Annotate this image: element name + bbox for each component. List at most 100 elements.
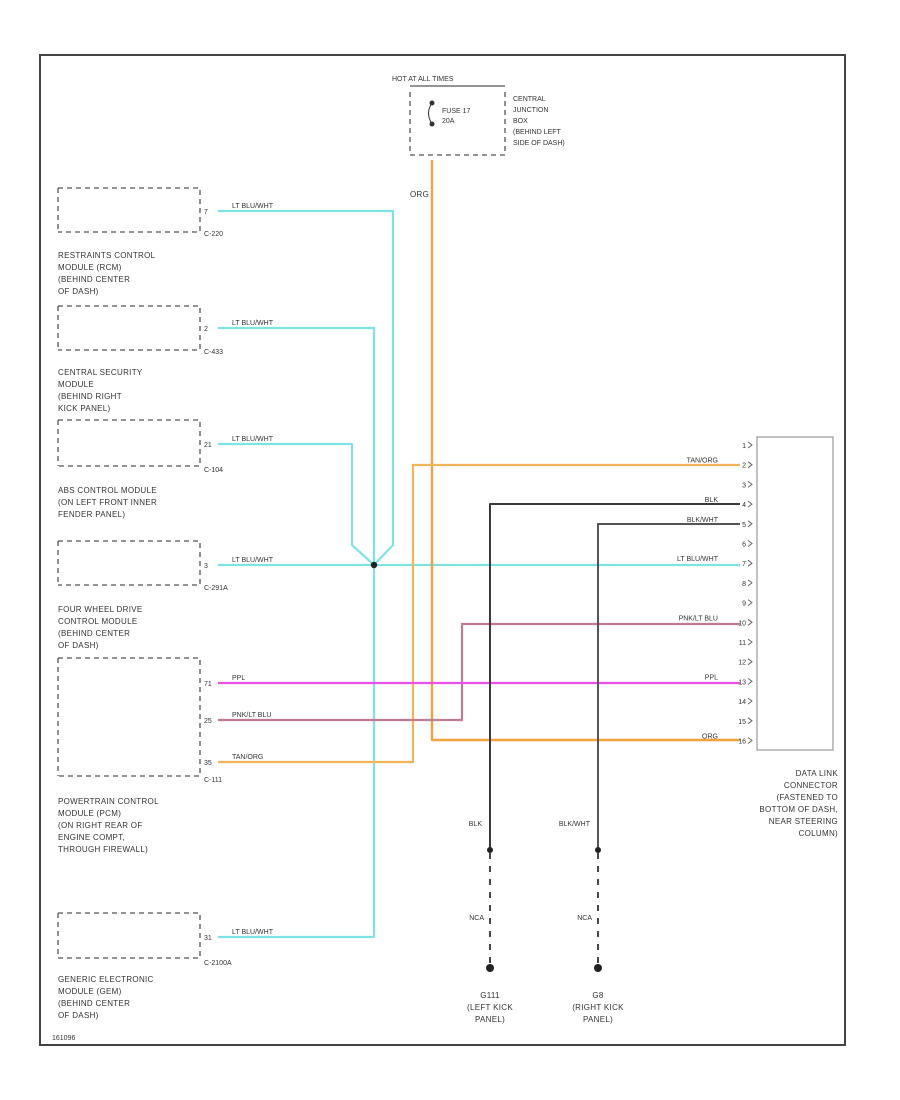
dlc-pin-wire-label: ORG [702, 734, 718, 741]
dlc-name-line: BOTTOM OF DASH, [759, 805, 838, 814]
ground-connector-dot [487, 847, 493, 853]
wire-lt-blu-wht-rcm [218, 209, 395, 566]
module-name-line: MODULE (GEM) [58, 987, 122, 996]
module-outline [58, 187, 201, 233]
dlc-pin-3: 3 [742, 481, 753, 489]
dlc-pin-9: 9 [742, 599, 753, 608]
ground-id: G8 (RIGHT KICK PANEL) [572, 991, 624, 1024]
dlc-pin-terminal [747, 658, 753, 666]
ground-id-line: G8 [592, 991, 604, 1000]
dlc-pin-wire-label: LT BLU/WHT [677, 556, 719, 563]
dlc-pin-wire-label: BLK [705, 497, 719, 504]
junction-box-text-line: JUNCTION [513, 107, 548, 114]
dlc-name-line: (FASTENED TO [776, 793, 838, 802]
dlc-pin-12: 12 [738, 658, 753, 667]
module-outline [58, 305, 201, 351]
module-name-line: (ON RIGHT REAR OF [58, 821, 143, 830]
pin-number: 21 [204, 442, 212, 449]
dlc-name-line: COLUMN) [799, 829, 838, 838]
pin-wire-label: TAN/ORG [232, 754, 263, 761]
dlc-pin-number: 9 [742, 601, 746, 608]
wires: ORG [218, 160, 740, 939]
dlc-pin-number: 14 [738, 699, 746, 706]
fuse-label: FUSE 17 20A [442, 108, 472, 125]
dlc-name-line: CONNECTOR [784, 781, 838, 790]
ground-point [594, 964, 602, 972]
wire-lt-blu-wht-abs [218, 442, 375, 566]
module-name-line: ABS CONTROL MODULE [58, 486, 157, 495]
figure-id: 161096 [52, 1035, 75, 1042]
dlc-pin-number: 12 [738, 660, 746, 667]
ground-id-line: PANEL) [583, 1015, 613, 1024]
module-name-line: (BEHIND CENTER [58, 999, 130, 1008]
ground-id-line: (LEFT KICK [467, 1003, 513, 1012]
dlc-pin-wire-label: BLK/WHT [687, 517, 719, 524]
dlc-pin-6: 6 [742, 540, 753, 549]
dlc-body [756, 436, 834, 751]
wire-tan-org [218, 463, 740, 764]
dlc-pin-wire-label: TAN/ORG [687, 458, 718, 465]
pin-wire-label: LT BLU/WHT [232, 929, 274, 936]
pin-number: 31 [204, 935, 212, 942]
connector-id: C-291A [204, 585, 228, 592]
dlc-pin-number: 13 [738, 679, 746, 686]
dlc-pin-7: 7 LT BLU/WHT [677, 556, 753, 568]
module-name-line: FENDER PANEL) [58, 510, 125, 519]
dlc-pin-number: 2 [742, 463, 746, 470]
dlc-pin-number: 15 [738, 719, 746, 726]
module-name-line: MODULE (RCM) [58, 263, 122, 272]
dlc-pin-number: 7 [742, 561, 746, 568]
pin-wire-label: PNK/LT BLU [232, 712, 271, 719]
ground-id-line: (RIGHT KICK [572, 1003, 624, 1012]
org-wire-label: ORG [410, 190, 429, 199]
dlc-pin-number: 11 [739, 640, 746, 647]
module-name-line: CONTROL MODULE [58, 617, 137, 626]
dlc-pin-terminal [747, 481, 753, 488]
module-name-line: GENERIC ELECTRONIC [58, 975, 154, 984]
connector-id: C-104 [204, 467, 223, 474]
module-name: GENERIC ELECTRONIC MODULE (GEM) (BEHIND CE… [58, 975, 154, 1020]
dlc-pin-terminal [747, 599, 753, 606]
ground-id-line: PANEL) [475, 1015, 505, 1024]
module-name-line: (BEHIND CENTER [58, 275, 130, 284]
connector-id: C-433 [204, 349, 223, 356]
module-name-line: POWERTRAIN CONTROL [58, 797, 159, 806]
dlc-pin-terminal [747, 579, 753, 587]
dlc-pin-terminal [747, 697, 753, 705]
module-name-line: MODULE [58, 380, 94, 389]
dlc-pin-terminal [747, 638, 753, 646]
dlc-pin-number: 6 [742, 542, 746, 549]
ground-wire-label: BLK [469, 821, 483, 828]
junction-box-text-line: CENTRAL [513, 96, 546, 103]
pin-wire-label: LT BLU/WHT [232, 320, 274, 327]
dlc-pin-terminal [747, 500, 753, 508]
dlc-pin-number: 8 [742, 581, 746, 588]
dlc-pin-terminal [747, 737, 753, 744]
module-name-line: CENTRAL SECURITY [58, 368, 143, 377]
ground-id-line: G111 [480, 991, 500, 1000]
ground-nca-label: NCA [469, 915, 484, 922]
pin-wire-label: PPL [232, 675, 245, 682]
dlc-pin-terminal [747, 559, 753, 567]
wire-blk [489, 503, 740, 850]
wire-blk-wht [597, 523, 740, 850]
module-outline [58, 540, 201, 586]
fuse-name: FUSE 17 [442, 108, 471, 115]
module-name-line: OF DASH) [58, 1011, 99, 1020]
dlc-pin-number: 16 [738, 739, 746, 746]
ground-connector-dot [595, 847, 601, 853]
dlc-pin-number: 1 [742, 443, 746, 450]
dlc-pin-terminal [747, 540, 753, 547]
